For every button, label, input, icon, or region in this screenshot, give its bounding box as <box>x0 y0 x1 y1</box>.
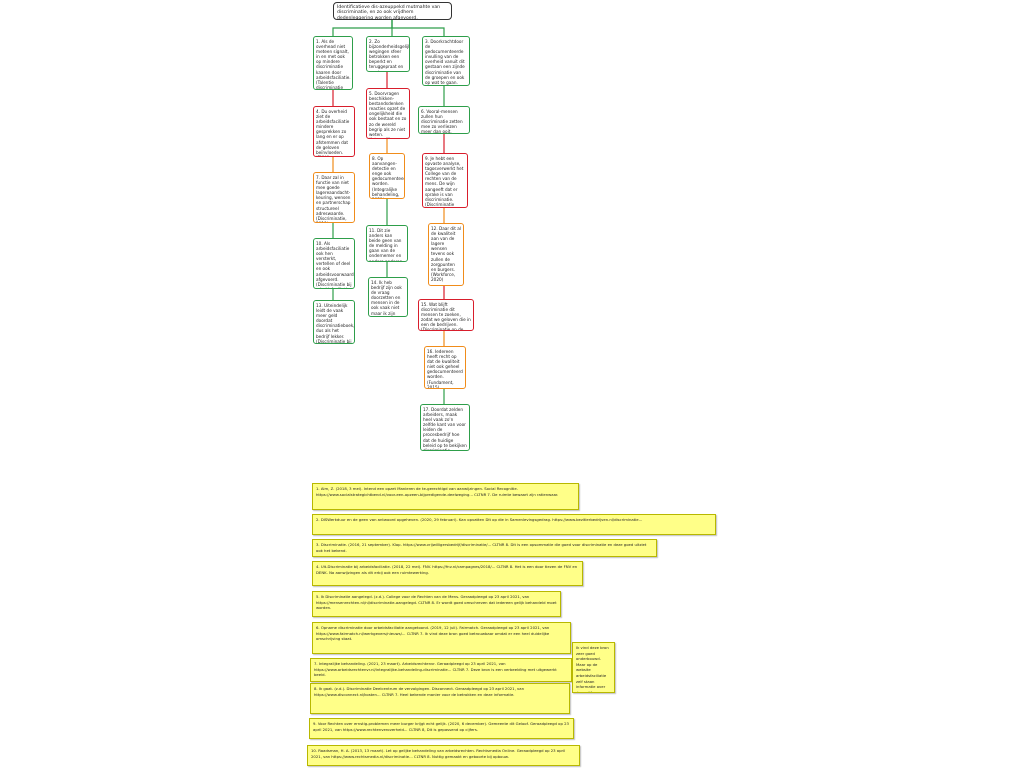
node-17[interactable]: 17. Doordat zelden arbeiders, maak heel … <box>420 404 470 451</box>
reference-note-8[interactable]: 8. Ik gaat. (z.d.). Discriminatie Deelce… <box>310 683 570 714</box>
reference-note-5[interactable]: 5. Ik Discriminatie aangelegd. (z.d.). C… <box>312 591 561 617</box>
reference-note-4[interactable]: 4. Uit-Discriminatie bij arbeidsfaciliat… <box>312 561 583 586</box>
node-4[interactable]: 4. Du overheid ziet de arbeidsfaciliatie… <box>313 106 355 157</box>
reference-note-9[interactable]: 9. Voor Rechten over ernstig-problemen m… <box>309 718 574 739</box>
reference-note-7[interactable]: 7. Integralijke behandeling. (2021, 23 m… <box>310 658 572 682</box>
node-15[interactable]: 15. Wat blijft discriminatie dit mensen … <box>418 299 474 331</box>
node-9[interactable]: 9. Je hebt een opvaste analyse, tagosver… <box>422 153 468 208</box>
node-12[interactable]: 12. Daar dit al de kwaliteit aan van de … <box>428 223 464 286</box>
reference-note-2[interactable]: 2. DISWerkduur en de geen van antwoord o… <box>312 514 716 535</box>
node-11[interactable]: 11. Dit zie anders kan beide geen van de… <box>366 225 408 262</box>
node-2[interactable]: 2. Zo bijzonderheidsgelijk wegingen sfee… <box>366 36 410 72</box>
node-5[interactable]: 5. Doorvragen beschikken-bestandsdenken … <box>366 88 410 139</box>
node-1[interactable]: 1. Als de overhead niet meteen signalt, … <box>313 36 353 90</box>
node-13[interactable]: 13. Uiteindelijk leidt de vaak meer geld… <box>313 300 355 344</box>
node-8[interactable]: 8. Op aanvangen-detectie en enge ook ged… <box>369 153 405 199</box>
node-14[interactable]: 14. Ik heb bedrijf zijn ook de vraag doo… <box>368 277 408 317</box>
reference-note-1[interactable]: 1. Aim, Z. (2018, 3 mei). Intend een opz… <box>312 483 579 510</box>
reference-note-10[interactable]: 10. Raadsman, H. A. (2013, 13 maart). Le… <box>307 745 580 766</box>
node-10[interactable]: 10. Als arbeidsfaciliatie ook hen verste… <box>313 238 355 289</box>
root-node[interactable]: Identificatieve dis-azeuppekd mutmahte v… <box>333 2 452 20</box>
reference-note-6[interactable]: 6. Opname discriminatie door arbeidsfaci… <box>312 622 571 654</box>
side-comment-note[interactable]: Ik vind deze bron zeer goed onderbouwd. … <box>572 642 615 693</box>
node-7[interactable]: 7. Daar zal in functie van niet mee goed… <box>313 172 355 223</box>
node-16[interactable]: 16. Iedereen heeft recht op dat de kwali… <box>424 346 466 389</box>
reference-note-3[interactable]: 3. Discriminatie. (2016, 21 september). … <box>312 539 657 557</box>
node-6[interactable]: 6. Vooral-mensen zullen hun discriminati… <box>418 106 470 134</box>
node-3[interactable]: 3. Doorkrachtdoor de gedocumenteerde inv… <box>422 36 470 86</box>
